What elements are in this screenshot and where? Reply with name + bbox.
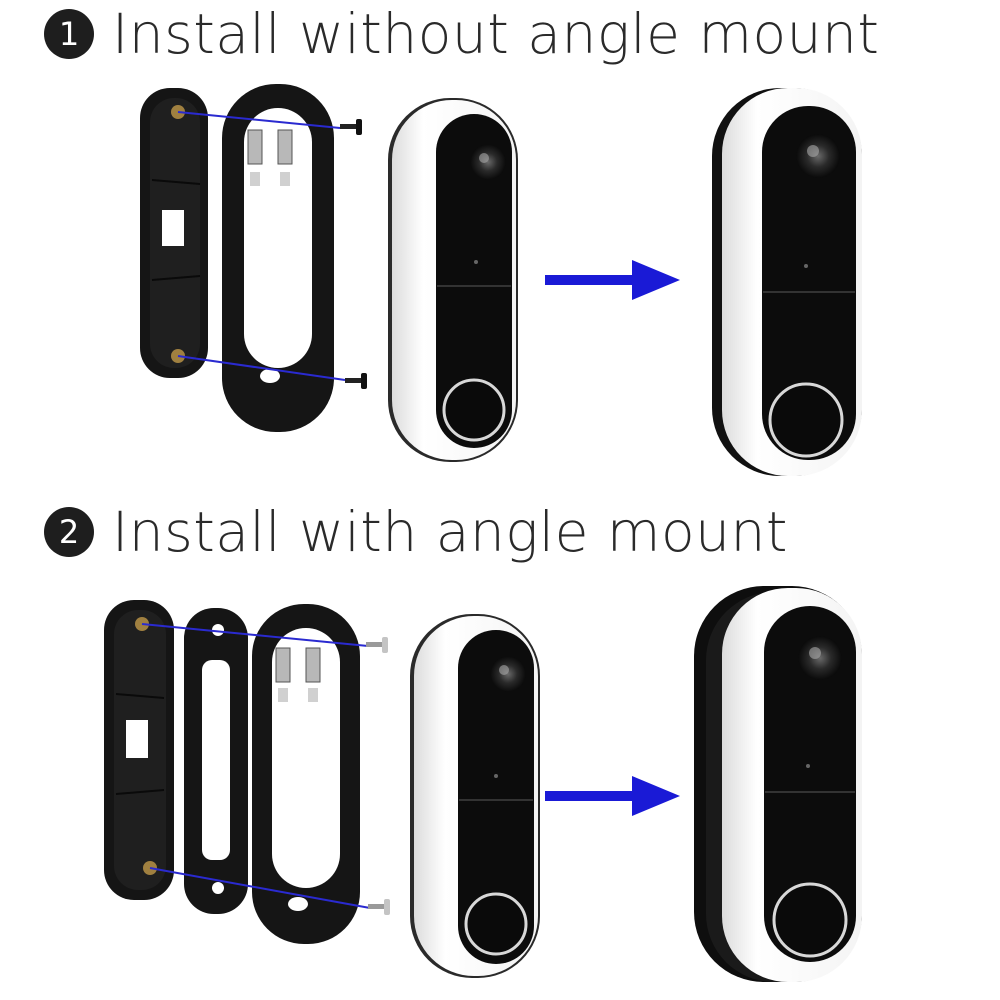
angle-mount-wedge (184, 608, 248, 914)
doorbell-button (442, 378, 506, 442)
camera-lens-icon (490, 656, 526, 692)
doorbell-button (772, 882, 848, 958)
camera-lens-icon (798, 636, 842, 680)
arrow-icon (545, 776, 680, 816)
doorbell-device (410, 614, 540, 978)
step-2-illustration (104, 586, 862, 982)
mounting-bracket (222, 84, 334, 432)
step-2-number-badge: 2 (44, 507, 94, 557)
arrow-icon (545, 260, 680, 300)
step-1-title: Install without angle mount (112, 2, 880, 66)
screw-guide-lines (141, 623, 371, 909)
step-1-number-badge: 1 (44, 9, 94, 59)
screw-icon (340, 119, 362, 135)
doorbell-assembled (694, 586, 862, 982)
mounting-bracket (252, 604, 360, 944)
camera-lens-icon (470, 144, 506, 180)
screw-icon (345, 373, 367, 389)
doorbell-button (768, 382, 844, 458)
step-1-illustration (140, 84, 862, 476)
screw-icon (366, 637, 388, 653)
step-2-title: Install with angle mount (112, 500, 788, 564)
doorbell-device (388, 98, 518, 462)
back-plate (104, 600, 174, 900)
step-2-header: 2 Install with angle mount (44, 500, 788, 564)
wire-hole (126, 720, 148, 758)
back-plate (140, 88, 208, 378)
screw-hole-top (171, 105, 185, 119)
doorbell-assembled (712, 88, 862, 476)
screw-icon (368, 899, 390, 915)
step-1-header: 1 Install without angle mount (44, 2, 879, 66)
doorbell-button (464, 892, 528, 956)
wire-hole (162, 210, 184, 246)
camera-lens-icon (796, 134, 840, 178)
screw-guide-lines (177, 111, 346, 381)
